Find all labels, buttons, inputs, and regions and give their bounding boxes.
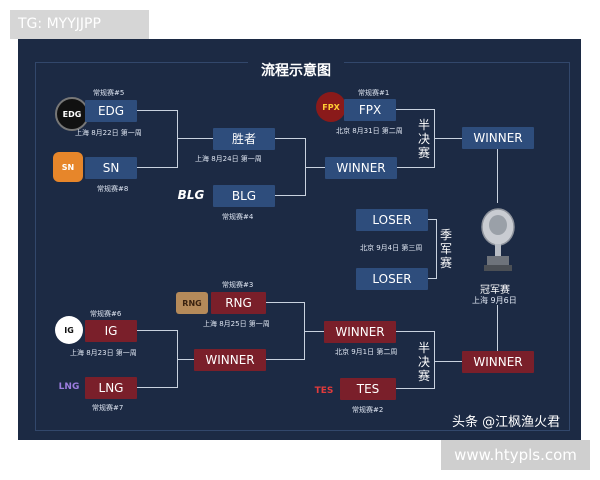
team-blg[interactable]: BLG: [213, 185, 275, 207]
match-semi-top-winner[interactable]: WINNER: [462, 127, 534, 149]
match-winner-ig-lng[interactable]: WINNER: [194, 349, 266, 371]
connector: [396, 109, 434, 110]
match-winner-rng-date: 北京 9月1日 第二周: [335, 348, 398, 356]
connector: [266, 359, 304, 360]
tes-seed: 常规赛#2: [352, 406, 384, 414]
sn-logo-icon: SN: [53, 152, 83, 182]
connector: [137, 167, 177, 168]
watermark: 头条 @江枫渔火君: [452, 415, 561, 430]
team-tes[interactable]: TES: [340, 378, 396, 400]
connector: [177, 359, 194, 360]
match-winner-edg-sn-date: 上海 8月24日 第一周: [195, 155, 262, 163]
connector: [266, 302, 304, 303]
final-label: 冠军赛: [480, 285, 510, 296]
ig-date: 上海 8月23日 第一周: [70, 349, 137, 357]
match-winner-rng[interactable]: WINNER: [324, 321, 396, 343]
ig-seed: 常规赛#6: [90, 310, 122, 318]
team-edg[interactable]: EDG: [85, 100, 137, 122]
team-fpx[interactable]: FPX: [344, 99, 396, 121]
team-rng[interactable]: RNG: [211, 292, 266, 314]
match-winner-blg[interactable]: WINNER: [325, 157, 397, 179]
third-place-label: 季军赛: [439, 228, 452, 270]
rng-seed: 常规赛#3: [222, 281, 254, 289]
team-lng[interactable]: LNG: [85, 377, 137, 399]
connector: [137, 110, 177, 111]
connector: [137, 387, 177, 388]
team-ig[interactable]: IG: [85, 320, 137, 342]
fpx-date: 北京 8月31日 第二周: [336, 127, 403, 135]
lng-logo-icon: LNG: [58, 382, 80, 392]
edg-seed: 常规赛#5: [93, 89, 125, 97]
fpx-logo-icon: FPX: [316, 92, 346, 122]
connector: [137, 330, 177, 331]
tes-logo-icon: TES: [314, 386, 334, 396]
sn-seed: 常规赛#8: [97, 185, 129, 193]
fpx-seed: 常规赛#1: [358, 89, 390, 97]
connector: [304, 331, 324, 332]
trophy-icon: [478, 205, 518, 275]
rng-logo-icon: RNG: [176, 292, 208, 314]
lng-seed: 常规赛#7: [92, 404, 124, 412]
rng-date: 上海 8月25日 第一周: [203, 320, 270, 328]
semi-top-label: 半决赛: [417, 118, 430, 160]
edg-logo-icon: EDG: [55, 97, 89, 131]
connector: [434, 361, 462, 362]
connector: [436, 219, 437, 279]
connector: [434, 138, 462, 139]
semi-bottom-label: 半决赛: [417, 341, 430, 383]
third-place-loser-2[interactable]: LOSER: [356, 268, 428, 290]
header-tag: TG: MYYJJPP: [10, 10, 149, 39]
match-winner-edg-sn[interactable]: 胜者: [213, 128, 275, 150]
page-title: 流程示意图: [248, 60, 344, 82]
connector: [497, 305, 498, 351]
blg-seed: 常规赛#4: [222, 213, 254, 221]
footer-tag: www.htypls.com: [441, 440, 590, 470]
blg-logo-icon: BLG: [177, 188, 205, 202]
connector: [397, 167, 434, 168]
connector: [396, 388, 434, 389]
connector: [275, 195, 305, 196]
final-date: 上海 9月6日: [472, 296, 517, 305]
connector: [305, 167, 325, 168]
third-place-date: 北京 9月4日 第三周: [360, 244, 423, 252]
connector: [177, 138, 213, 139]
connector: [275, 138, 305, 139]
match-semi-bottom-winner[interactable]: WINNER: [462, 351, 534, 373]
connector: [177, 110, 178, 168]
connector: [428, 278, 436, 279]
connector: [497, 149, 498, 203]
connector: [434, 331, 435, 389]
connector: [396, 331, 434, 332]
connector: [428, 219, 436, 220]
ig-logo-icon: IG: [55, 316, 83, 344]
team-sn[interactable]: SN: [85, 157, 137, 179]
edg-date: 上海 8月22日 第一周: [75, 129, 142, 137]
third-place-loser-1[interactable]: LOSER: [356, 209, 428, 231]
